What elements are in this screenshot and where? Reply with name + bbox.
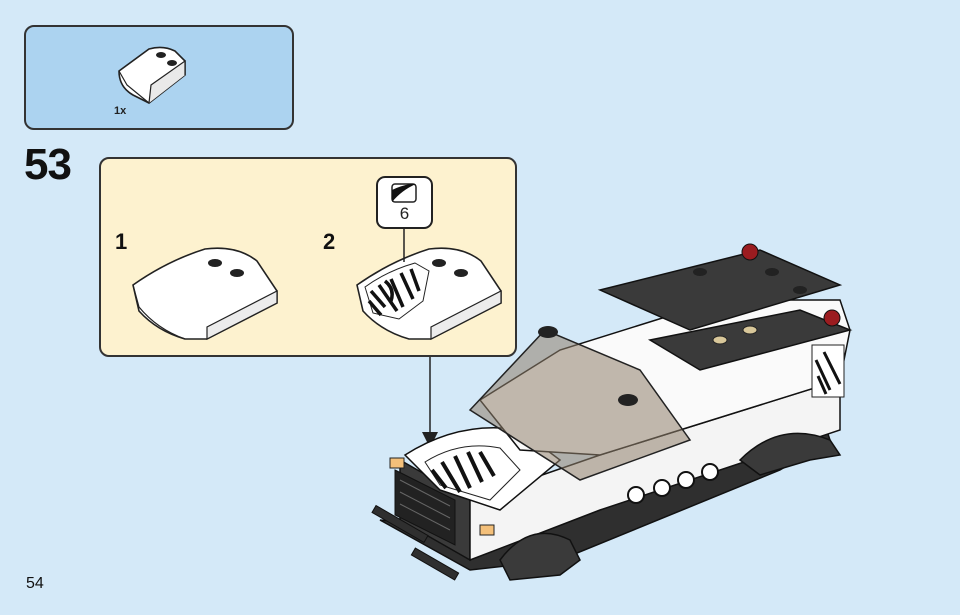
part-quantity: 1x <box>114 105 127 117</box>
page-number: 54 <box>26 575 44 592</box>
wedge-slope-piece-icon <box>118 46 186 104</box>
sticker-icon <box>391 183 417 203</box>
step-number: 53 <box>24 140 72 189</box>
substep-2-label: 2 <box>323 229 336 254</box>
parts-callout: 1x <box>24 25 294 130</box>
sticker-callout: 6 <box>376 176 433 229</box>
plain-wedge-piece-icon <box>132 247 278 340</box>
zebra-wedge-piece-icon <box>356 247 502 340</box>
substep-1-label: 1 <box>115 229 128 254</box>
substep-callout: 1 2 <box>99 157 517 357</box>
sticker-number: 6 <box>399 204 410 223</box>
